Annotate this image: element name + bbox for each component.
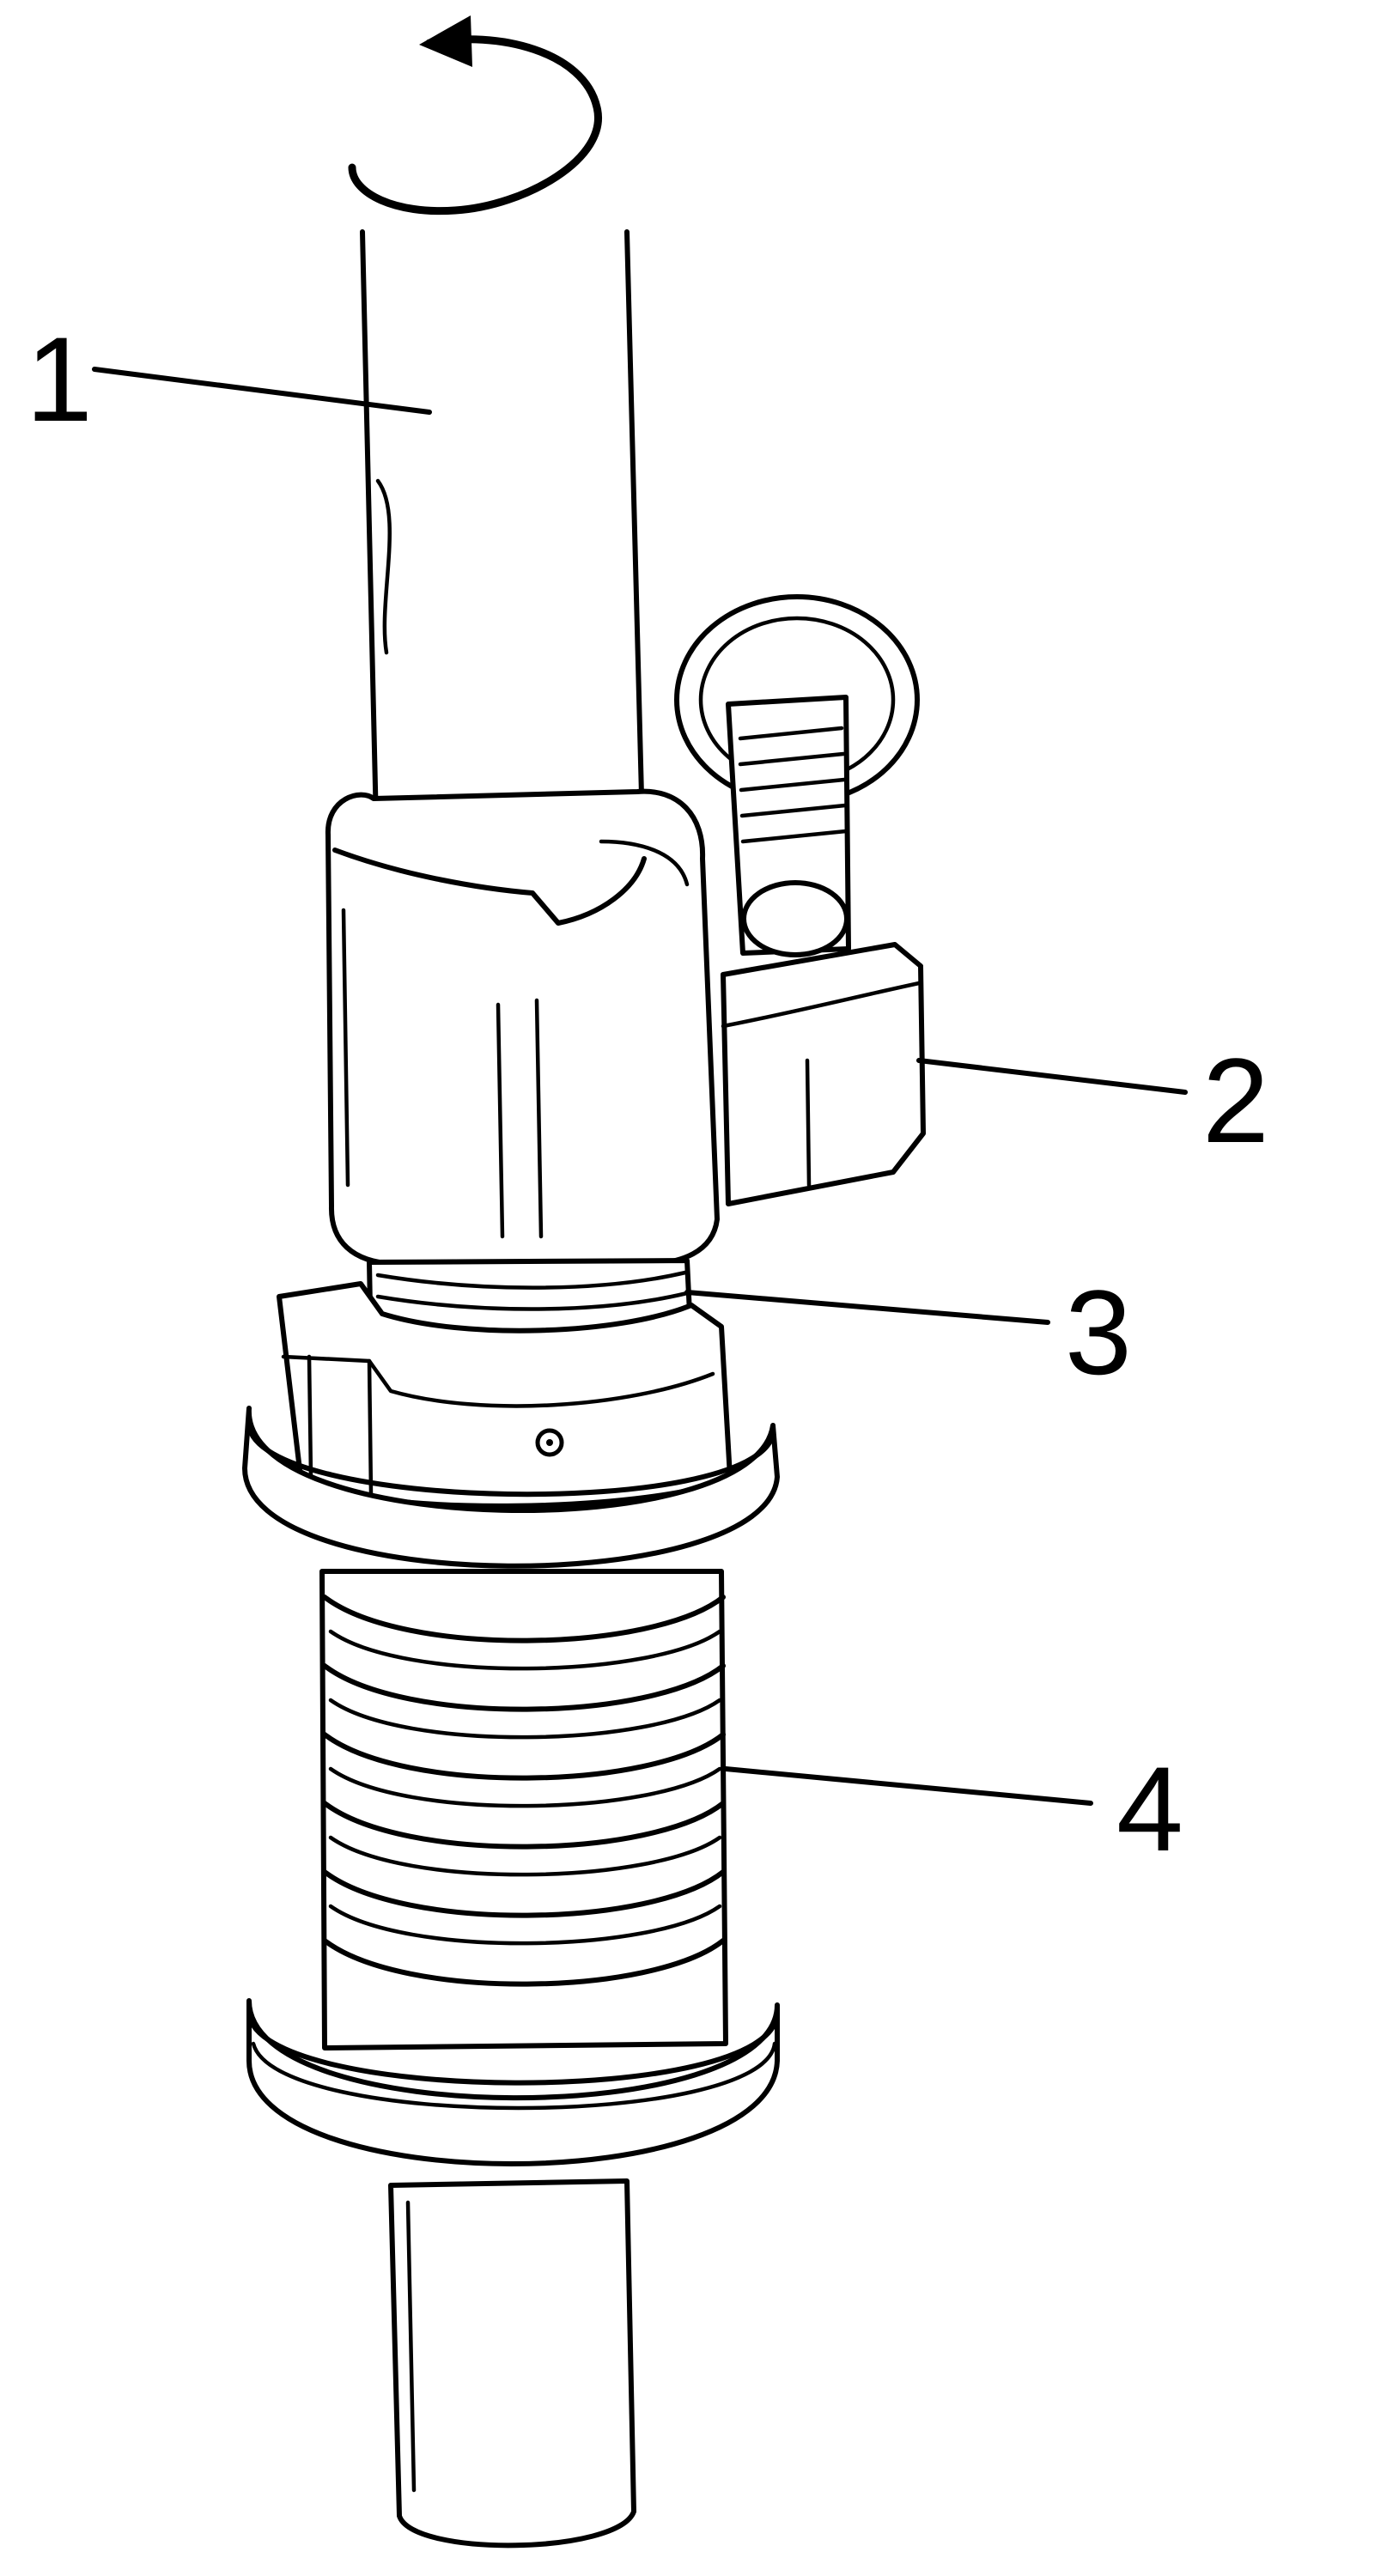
callout-4: 4 [1116, 1741, 1183, 1876]
upper-flange [242, 1406, 780, 1569]
callout-3: 3 [1065, 1265, 1132, 1400]
leader-line-2 [916, 1058, 1188, 1095]
lower-flange [246, 1998, 780, 2166]
hold-down-bolt [674, 594, 920, 957]
leader-line-3 [684, 1290, 1050, 1325]
clamp-bracket [721, 942, 926, 1206]
callout-1: 1 [26, 312, 93, 447]
socket-coupler [325, 788, 720, 1267]
upper-shaft [360, 229, 645, 831]
rotation-arrow-icon [348, 15, 602, 216]
callout-2: 2 [1202, 1033, 1269, 1168]
leader-line-1 [92, 367, 432, 415]
lower-shaft [388, 2178, 636, 2549]
leader-lines [92, 367, 1188, 1806]
leader-line-4 [723, 1766, 1093, 1806]
spring-coils [319, 1569, 728, 2050]
